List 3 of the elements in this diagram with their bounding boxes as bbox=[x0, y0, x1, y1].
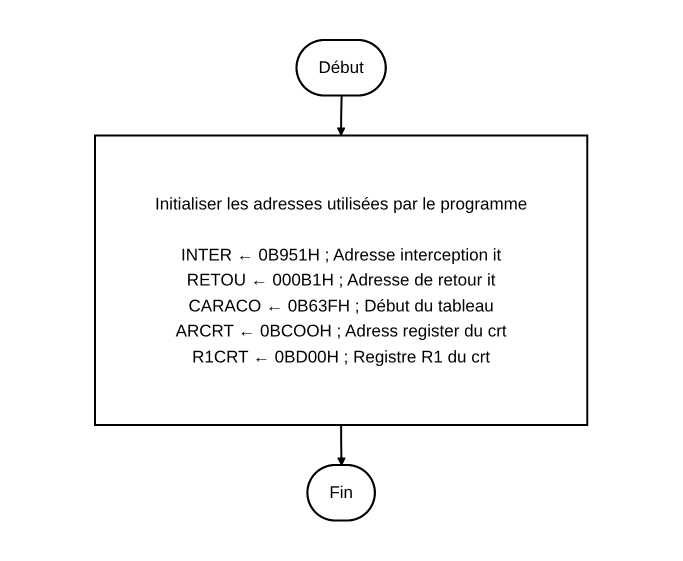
arrow bbox=[337, 425, 346, 466]
arrow bbox=[337, 96, 346, 136]
node-box: Initialiser les adresses utilisées par le programme INTER ← 0B951H ; Adresse interception it RETOU ← 000B1H ; Adresse de retour it CARACO ← 0B63FH ; Début du tableau ARCRT ← 0BCOOH ; Adress register du crt R1CRT ← 0BD00H ; Registre R1 du crt bbox=[94, 134, 589, 426]
